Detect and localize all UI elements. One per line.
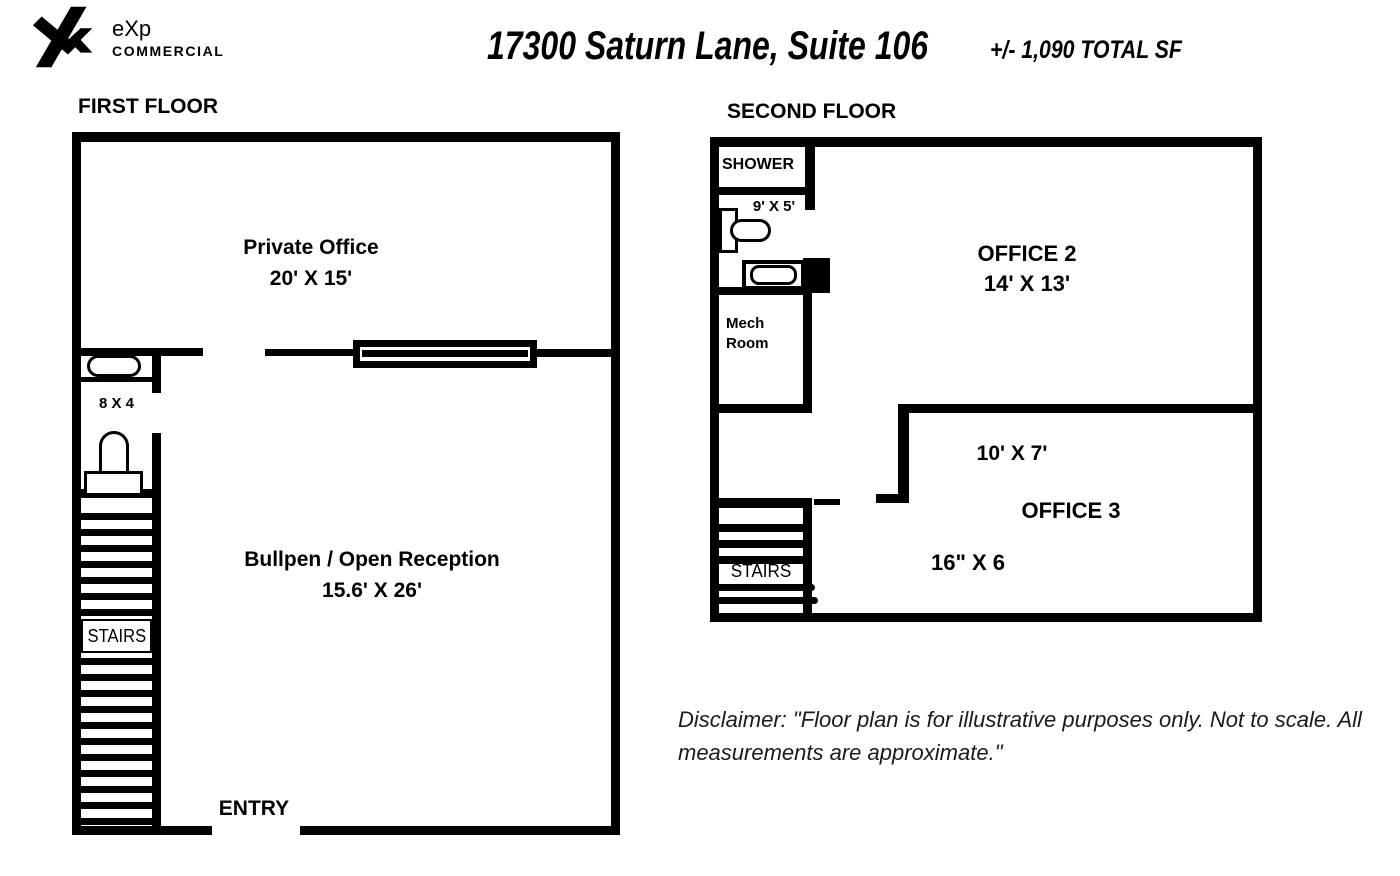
ff-vanity-line [81, 377, 152, 382]
sf-sink-wall-bottom [719, 287, 812, 295]
sf-stairs-steps-upper [719, 524, 803, 572]
sf-shower-wall-bottom [719, 187, 815, 195]
sf-divider-wall-horizontal [898, 404, 1253, 413]
ff-sliding-door-panel [362, 350, 528, 357]
disclaimer-text: Disclaimer: "Floor plan is for illustrat… [678, 707, 1362, 765]
sf-nook-dims: 10' X 7' [976, 442, 1048, 465]
total-square-footage: +/- 1,090 TOTAL SF [990, 36, 1182, 64]
ff-bullpen-name: Bullpen / Open Reception [244, 548, 500, 571]
ff-stairs-steps-lower [81, 658, 152, 826]
sf-shower-label: SHOWER [722, 156, 794, 173]
sf-office2-dims: 14' X 13' [983, 271, 1071, 296]
ff-outer-wall-top [72, 132, 620, 142]
ff-toilet-tank-icon [84, 471, 143, 496]
sf-mech-wall-right [803, 287, 812, 413]
ff-mid-wall-segment-2 [265, 349, 357, 356]
ff-outer-wall-right [611, 132, 620, 835]
sf-stairs-step-below [719, 597, 818, 604]
ff-outer-wall-bottom-left [72, 826, 212, 835]
sf-mech-room-line1: Mech [726, 315, 765, 332]
sf-mech-room-line2: Room [726, 335, 769, 352]
ff-entry-label: ENTRY [218, 797, 290, 820]
exp-commercial-logo-icon [32, 6, 93, 68]
sf-toilet-bowl-icon [730, 219, 771, 242]
sf-divider-wall-leg [876, 494, 909, 503]
second-floor-title: SECOND FLOOR [727, 100, 897, 123]
sf-office3-dims: 16" X 6 [930, 550, 1006, 575]
sf-stairs-wall-top [710, 498, 812, 508]
sf-restroom-dims: 9' X 5' [752, 198, 796, 215]
ff-outer-wall-bottom-right [300, 826, 620, 835]
logo-brand-text: eXp [112, 16, 152, 41]
sf-mech-room-label: Mech Room [726, 314, 769, 354]
sf-mech-wall-bottom [710, 404, 812, 413]
ff-private-office-dims: 20' X 15' [269, 267, 353, 290]
ff-restroom-wall-upper [152, 356, 161, 393]
ff-stairs-label: STAIRS [87, 625, 146, 646]
sf-stairs-wall-right [803, 498, 812, 622]
sf-outer-wall-right [1253, 137, 1262, 622]
ff-stairs-wall-right [152, 495, 161, 826]
sf-outer-wall-left [710, 137, 719, 622]
ff-bullpen-dims: 15.6' X 26' [322, 579, 422, 602]
ff-mid-wall-segment-1 [81, 348, 203, 356]
ff-stairs-steps-upper [81, 513, 152, 619]
ff-outer-wall-left [72, 132, 81, 835]
ff-restroom-dims: 8 X 4 [98, 395, 135, 412]
first-floor-title: FIRST FLOOR [78, 95, 218, 118]
ff-restroom-wall-lower [152, 433, 161, 495]
ff-private-office-name: Private Office [243, 236, 379, 259]
sf-stairs-label: STAIRS [730, 561, 792, 581]
logo-division-text: COMMERCIAL [112, 43, 225, 59]
page-title: 17300 Saturn Lane, Suite 106 [487, 24, 929, 68]
ff-sink-icon [87, 355, 141, 377]
sf-door-stub [814, 499, 840, 505]
sf-divider-wall-vertical [898, 404, 909, 496]
sf-outer-wall-top [710, 137, 1262, 147]
sf-office3-name: OFFICE 3 [1021, 498, 1121, 523]
ff-stairs-label-box: STAIRS [81, 619, 152, 653]
sf-shower-wall-right [805, 137, 815, 210]
sf-office2-name: OFFICE 2 [977, 241, 1077, 266]
ff-mid-wall-segment-3 [533, 349, 611, 357]
sf-outer-wall-bottom [710, 613, 1262, 622]
sf-sink-basin-icon [750, 265, 797, 285]
sf-stairs-underline [719, 584, 815, 591]
